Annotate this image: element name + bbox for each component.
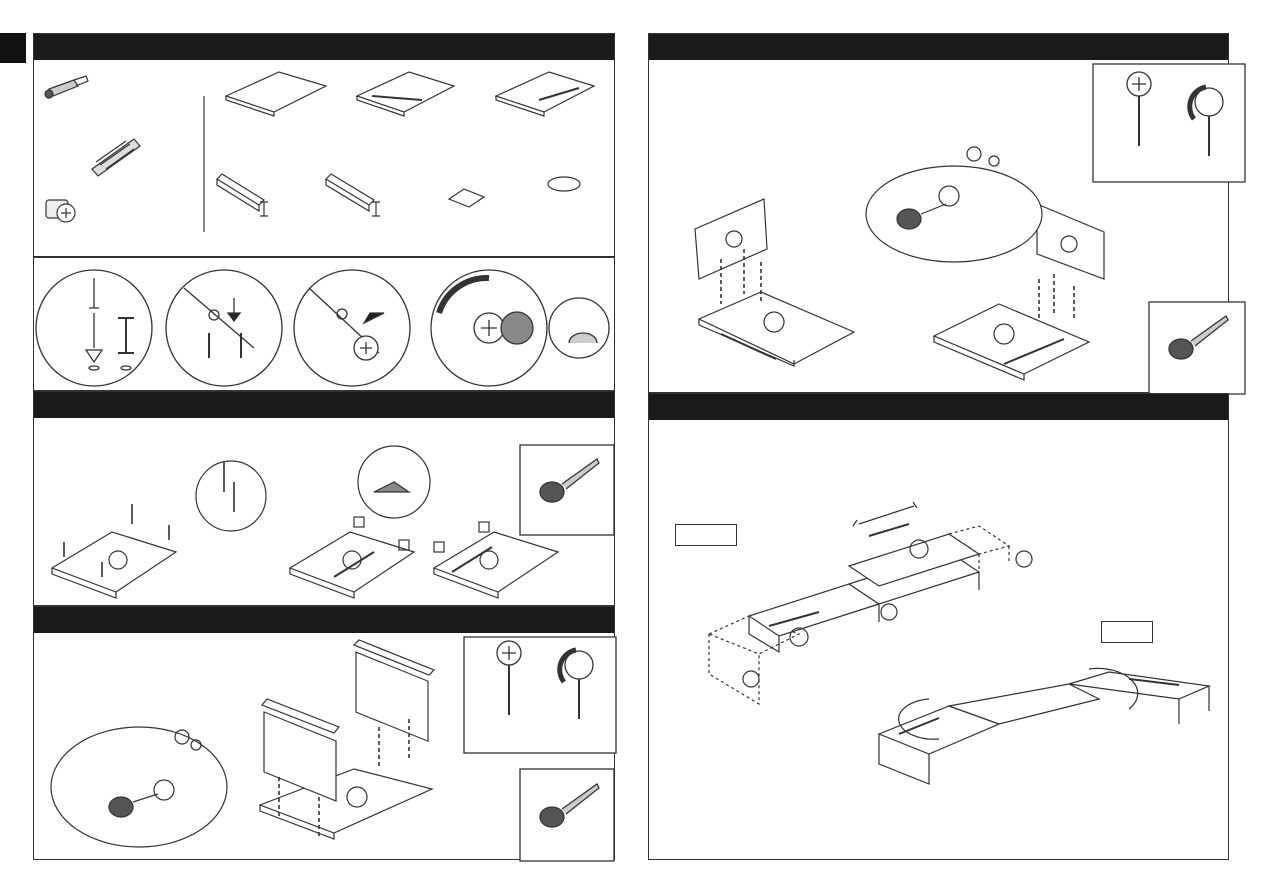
parts-panel (33, 33, 615, 257)
cam-lock-icon (46, 200, 75, 222)
right-page (632, 0, 1263, 893)
cam-lock-detail (1093, 64, 1245, 182)
step-2-panel (33, 606, 615, 860)
hardware-usage-panel (33, 257, 615, 391)
hardware-usage-illustration (34, 258, 616, 392)
step-4-panel (648, 393, 1229, 860)
step-4-illustration (649, 394, 1230, 861)
wood-dowel-icon (92, 139, 140, 176)
screwdriver-icon (520, 769, 614, 861)
step-1-illustration (34, 392, 616, 607)
step-2-illustration (34, 607, 616, 861)
parts-illustration (34, 34, 616, 258)
screwdriver-icon (1149, 302, 1245, 394)
cam-lock-detail (464, 637, 616, 753)
screwdriver-icon (520, 445, 614, 535)
step-3-panel (648, 33, 1229, 393)
left-page (0, 0, 631, 893)
step-3-illustration (649, 34, 1230, 394)
step-1-panel (33, 391, 615, 606)
cam-bolt-icon (45, 76, 88, 98)
page-tab (0, 33, 26, 63)
